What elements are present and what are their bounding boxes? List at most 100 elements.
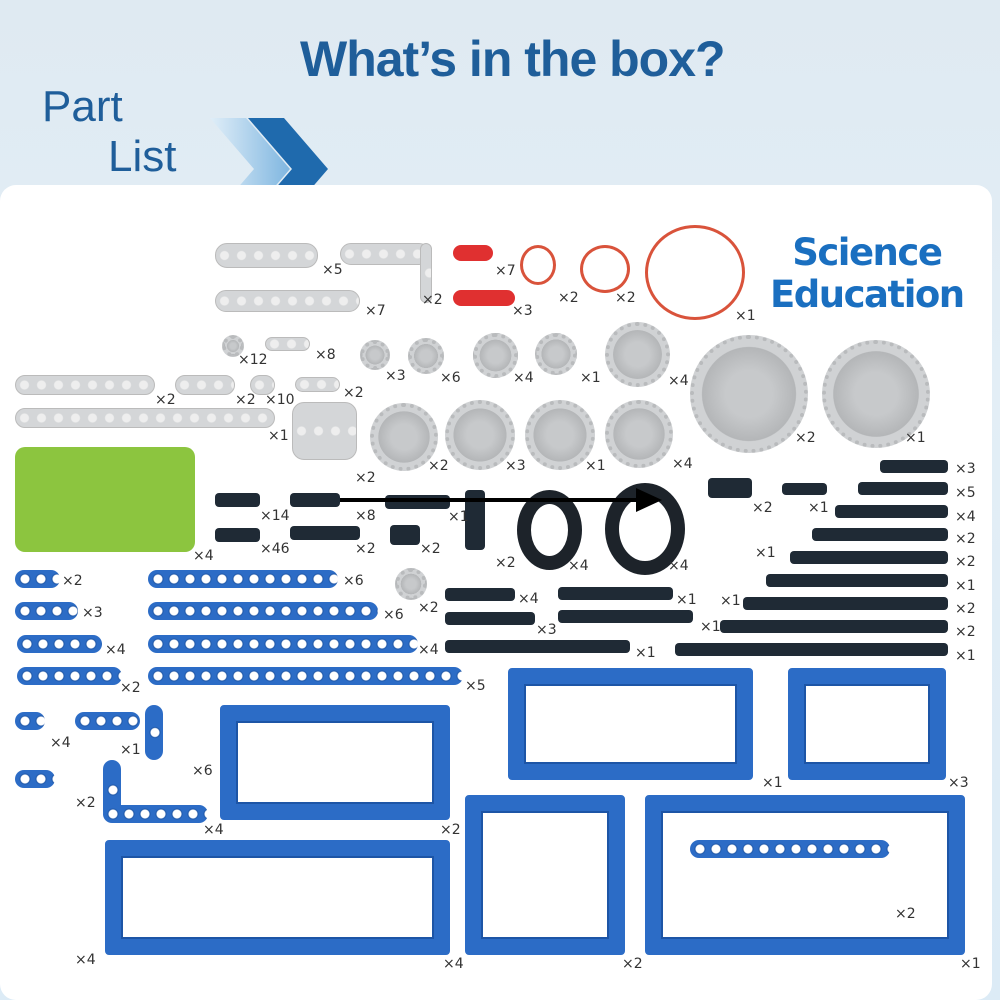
quantity-label: ×6	[383, 607, 404, 623]
part-rod	[215, 528, 260, 542]
quantity-label: ×2	[795, 430, 816, 446]
logo-line-1: Science	[792, 231, 943, 274]
quantity-label: ×1	[448, 509, 469, 525]
part-gear	[360, 340, 390, 370]
quantity-label: ×3	[955, 461, 976, 477]
part-beam-b	[15, 602, 78, 620]
part-beam-b	[15, 712, 45, 730]
quantity-label: ×5	[322, 262, 343, 278]
part-frame	[508, 668, 753, 780]
part-rod	[720, 620, 948, 633]
quantity-label: ×2	[355, 541, 376, 557]
part-rod	[812, 528, 948, 541]
quantity-label: ×4	[75, 952, 96, 968]
quantity-label: ×2	[955, 601, 976, 617]
quantity-label: ×8	[355, 508, 376, 524]
quantity-label: ×1	[700, 619, 721, 635]
quantity-label: ×1	[955, 578, 976, 594]
quantity-label: ×4	[443, 956, 464, 972]
quantity-label: ×2	[235, 392, 256, 408]
part-beam-g	[175, 375, 235, 395]
quantity-label: ×4	[50, 735, 71, 751]
quantity-label: ×3	[505, 458, 526, 474]
quantity-label: ×6	[192, 763, 213, 779]
part-beam-b	[17, 667, 122, 685]
quantity-label: ×2	[955, 531, 976, 547]
quantity-label: ×5	[465, 678, 486, 694]
part-gear	[370, 403, 438, 471]
part-beam-b	[15, 570, 60, 588]
quantity-label: ×2	[440, 822, 461, 838]
quantity-label: ×2	[495, 555, 516, 571]
quantity-label: ×1	[268, 428, 289, 444]
quantity-label: ×10	[265, 392, 295, 408]
part-rod	[790, 551, 948, 564]
quantity-label: ×2	[752, 500, 773, 516]
part-rod	[782, 483, 827, 495]
part-beam-g	[15, 375, 155, 395]
part-rod	[290, 526, 360, 540]
quantity-label: ×4	[203, 822, 224, 838]
part-rod	[445, 612, 535, 625]
part-red	[453, 290, 515, 306]
quantity-label: ×2	[428, 458, 449, 474]
quantity-label: ×4	[955, 509, 976, 525]
quantity-label: ×2	[558, 290, 579, 306]
part-gear	[445, 400, 515, 470]
quantity-label: ×2	[155, 392, 176, 408]
quantity-label: ×3	[536, 622, 557, 638]
quantity-label: ×2	[120, 680, 141, 696]
part-beam-g	[15, 408, 275, 428]
quantity-label: ×4	[668, 373, 689, 389]
part-red	[453, 245, 493, 261]
logo-line-2: Education	[770, 273, 965, 316]
part-gear	[525, 400, 595, 470]
quantity-label: ×1	[720, 593, 741, 609]
quantity-label: ×1	[676, 592, 697, 608]
quantity-label: ×2	[343, 385, 364, 401]
quantity-label: ×1	[808, 500, 829, 516]
quantity-label: ×2	[615, 290, 636, 306]
quantity-label: ×2	[355, 470, 376, 486]
part-beam-g	[292, 402, 357, 460]
quantity-label: ×1	[755, 545, 776, 561]
part-beam-g	[265, 337, 310, 351]
quantity-label: ×1	[735, 308, 756, 324]
quantity-label: ×2	[622, 956, 643, 972]
part-beam-b	[148, 602, 378, 620]
part-beam-b	[148, 570, 338, 588]
part-gear	[822, 340, 930, 448]
quantity-label: ×1	[120, 742, 141, 758]
part-gear	[690, 335, 808, 453]
part-ring	[520, 245, 556, 285]
part-list-label: Part	[42, 82, 123, 131]
part-beam-g	[215, 243, 318, 268]
quantity-label: ×2	[420, 541, 441, 557]
quantity-label: ×4	[418, 642, 439, 658]
quantity-label: ×2	[955, 624, 976, 640]
part-beam-g	[420, 243, 432, 303]
part-list-label-2: List	[108, 132, 177, 181]
part-rod	[445, 640, 630, 653]
quantity-label: ×2	[75, 795, 96, 811]
part-gear	[535, 333, 577, 375]
part-beam-b	[17, 635, 102, 653]
part-gear	[222, 335, 244, 357]
quantity-label: ×14	[260, 508, 290, 524]
quantity-label: ×2	[955, 554, 976, 570]
page-title: What’s in the box?	[300, 31, 726, 87]
part-rod	[390, 525, 420, 545]
part-beam-b	[148, 635, 418, 653]
part-rod	[465, 490, 485, 550]
part-rod	[558, 610, 693, 623]
part-rod	[708, 478, 752, 498]
quantity-label: ×5	[955, 485, 976, 501]
quantity-label: ×6	[440, 370, 461, 386]
part-frame	[465, 795, 625, 955]
quantity-label: ×3	[948, 775, 969, 791]
part-frame	[105, 840, 450, 955]
quantity-label: ×2	[62, 573, 83, 589]
part-beam-b	[148, 667, 463, 685]
